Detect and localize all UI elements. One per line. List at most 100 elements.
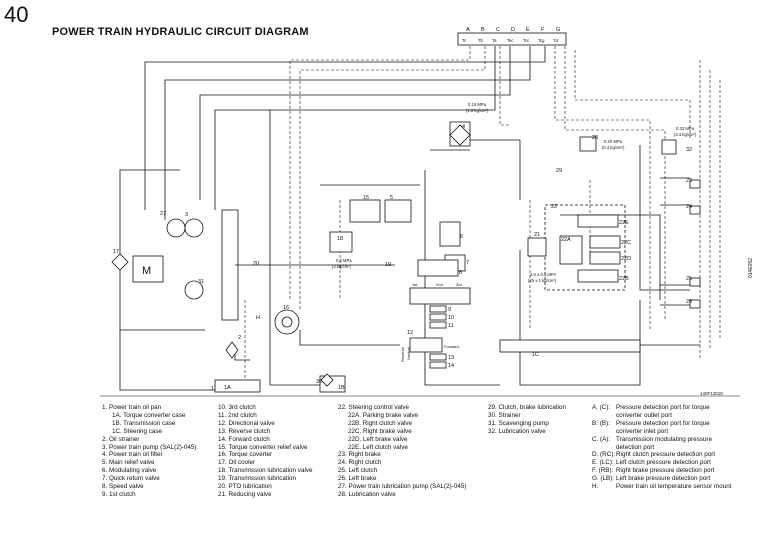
part-label: 8 [459,270,462,276]
port-legend-key: G. (LB): [592,475,615,483]
legend-item: 1A. Torque converter case [112,411,186,419]
part-label: 27 [160,211,166,217]
valve-6 [439,221,461,247]
port-letter-b: B [481,27,485,33]
port-symbol-d: Tec [507,38,514,43]
part-label: 15 [363,195,369,201]
port-symbol-c: Ta [492,38,497,43]
pressure-label: 2.6 ± 0.1 MPA [530,272,556,277]
reverse-label: Reverse [400,346,405,362]
port-legend-key: F. (RB): [592,467,614,475]
pressure-label: 0.15 MPa [468,102,487,107]
legend-item: 22D. Left brake valve [348,435,408,443]
part-label: 31 [198,279,204,285]
part-label: 21 [534,232,540,238]
legend-item: 31. Scavenging pump [488,419,549,427]
pressure-label: (1.5 kg/cm²) [466,108,489,113]
motor-box [132,255,164,283]
legend-item: 9. 1st clutch [102,490,136,498]
legend-item: 5. Main relief valve [102,459,155,467]
port-legend-desc: Transmission modulating pressure detecti… [616,435,713,451]
clutch-23 [689,179,701,189]
oil-filter-4 [449,124,471,146]
legend-item: 11. 2nd clutch [218,411,257,419]
legend-item: 25. Left clutch [338,467,378,475]
legend-item: 23. Right brake [338,451,381,459]
port-legend: A. (C): Pressure detection port for torqu… [592,404,736,491]
valve-22e [577,214,619,228]
speed-label: 1st [412,282,418,287]
pressure-label: 0.33 MPa [676,126,695,131]
motor-label: M [142,265,151,277]
legend-item: 28. Lubrication valve [338,490,396,498]
part-label: 22B [619,276,629,282]
part-label: 28 [592,135,598,141]
part-label: 11 [448,323,454,329]
port-legend-key: C. (A): [592,435,611,443]
port-letter-a: A [466,27,470,33]
port-legend-desc: Right clutch pressure detection port [616,451,716,459]
clutch-11 [429,321,447,329]
pressure-label: (25 ± 1 kg/cm²) [528,278,557,283]
port-legend-key: A. (C): [592,404,611,411]
part-label: 19 [385,262,391,268]
port-legend-key: H. [592,483,599,491]
pump-27 [166,218,186,238]
port-symbol-e: Tcc [523,38,529,43]
part-label: 3 [185,212,188,218]
clutch-13 [429,353,447,361]
part-label: H [256,315,260,321]
legend-item: 29. Clutch, brake lubrication [488,404,567,411]
part-label: 23 [686,178,692,184]
strainer-2 [225,341,239,359]
tank-1a [214,379,261,393]
legend-item: 1. Power train oil pan [102,404,162,411]
speed-label: 2nd [436,282,443,287]
valve-22c [589,235,621,249]
legend-item: 15. Torque converter relief valve [218,443,308,451]
port-legend-item: G. (LB):Left brake pressure detection po… [592,475,736,483]
pump-3 [184,218,204,238]
part-label: 30 [316,379,322,385]
port-letter-f: F [541,27,545,33]
legend-item: 12. Directional valve [218,419,275,427]
port-legend-item: B. (B):Pressure detection port for torqu… [592,420,736,436]
legend-item: 21. Reducing valve [218,490,272,498]
port-symbol-b: Tb [478,38,484,43]
part-label: 24 [686,204,692,210]
port-legend-item: E. (LC):Left clutch pressure detection p… [592,459,736,467]
legend-item: 10. 3rd clutch [218,404,256,411]
legend-item: 22C. Right brake valve [348,427,412,435]
port-legend-item: F. (RB):Right brake pressure detection p… [592,467,736,475]
directional-valve-12 [409,337,443,353]
part-label: 25 [686,276,692,282]
page-title: POWER TRAIN HYDRAULIC CIRCUIT DIAGRAM [52,26,309,38]
legend-item: 8. Speed valve [102,483,144,491]
legend-item: 22A. Parking brake valve [348,411,419,419]
part-label: 14 [448,363,454,369]
legend-item: 1B. Transmission case [112,419,176,427]
neutral-label: Neutral [406,347,411,360]
speed-valve-8 [417,259,459,277]
part-label: 1C [532,352,539,358]
part-label: 22A [561,237,571,243]
pressure-label: (0.4 kg/cm²) [602,145,625,150]
port-legend-desc: Pressure detection port for torque conve… [616,404,710,419]
valve-22d [589,251,621,265]
part-label: 1 [211,386,214,392]
part-label: 5 [390,195,393,201]
clutch-25 [689,277,701,287]
reducing-valve-21 [527,237,547,257]
port-symbol-g: Td [553,38,559,43]
part-label: 18 [337,236,343,242]
clutch-9 [429,305,447,313]
legend-item: 6. Modulating valve [102,467,157,475]
valve-22b [577,269,619,283]
figure-code: 140F12019 [700,391,723,396]
legend-item: 17. Oil cooler [218,459,256,467]
clutch-24 [689,205,701,215]
